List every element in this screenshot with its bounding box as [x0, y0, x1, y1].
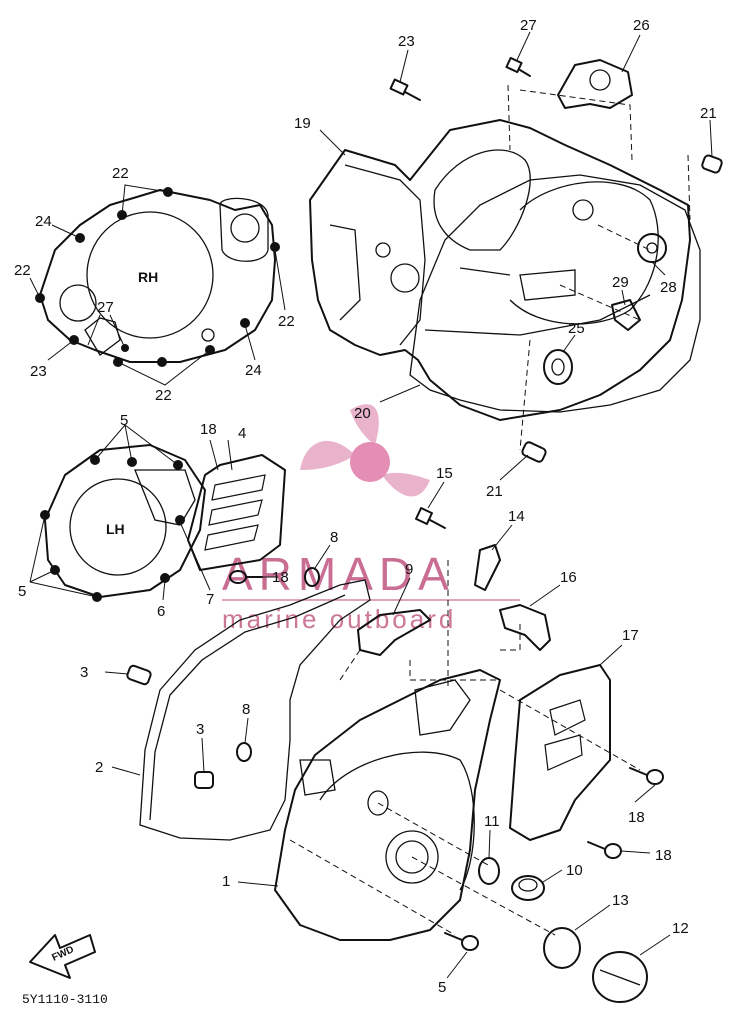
callout-11: 11: [484, 813, 500, 830]
cover-plate-4: [187, 454, 286, 571]
watermark-name: ARMADA: [222, 548, 455, 600]
crankcase-right: [309, 119, 691, 421]
dowel-pin-21-bottom: [521, 441, 547, 463]
callout-23: 23: [398, 33, 415, 50]
fwd-label: FWD: [50, 944, 75, 964]
callout-16: 16: [560, 569, 577, 586]
callout-15: 15: [436, 465, 453, 482]
callout-22: 22: [14, 262, 31, 279]
callout-22: 22: [278, 313, 295, 330]
dowel-pin-3-bottom: [194, 771, 214, 789]
callout-3: 3: [196, 721, 204, 738]
bolt-23-top: [389, 78, 421, 101]
cover-26: [557, 59, 633, 109]
sprocket-cover-17-slots: [544, 699, 586, 771]
lh-cover-label: LH: [106, 521, 125, 537]
callout-13: 13: [612, 892, 629, 909]
dowel-pin-3-top: [126, 664, 152, 686]
callout-8: 8: [242, 701, 250, 718]
diagram-code: 5Y1110-3110: [22, 992, 108, 1007]
callout-20: 20: [354, 405, 371, 422]
callout-25: 25: [568, 320, 585, 337]
plug-10: [511, 875, 545, 901]
callout-5: 5: [120, 412, 128, 429]
callout-12: 12: [672, 920, 689, 937]
callout-27: 27: [520, 17, 537, 34]
o-ring-8-top: [304, 567, 320, 587]
cap-12: [592, 951, 648, 1003]
watermark-subtitle: marine outboard: [222, 604, 456, 634]
callout-5: 5: [438, 979, 446, 996]
callout-18: 18: [272, 569, 289, 586]
rh-cover-label: RH: [138, 269, 158, 285]
callout-27: 27: [97, 299, 114, 316]
cover-plate-4-slots: [204, 474, 266, 551]
callout-18: 18: [655, 847, 672, 864]
callout-21: 21: [700, 105, 717, 122]
right-crankcase-cover: RH: [29, 184, 286, 386]
callout-8: 8: [330, 529, 338, 546]
callout-14: 14: [508, 508, 525, 525]
cover-gasket-2: [139, 579, 371, 841]
callout-6: 6: [157, 603, 165, 620]
crankcase-gasket: [409, 174, 701, 413]
bolt-15: [415, 507, 446, 529]
callout-22: 22: [112, 165, 129, 182]
part-28: [637, 233, 667, 263]
callout-3: 3: [80, 664, 88, 681]
callout-23: 23: [30, 363, 47, 380]
left-crankcase-cover: LH: [29, 423, 211, 602]
bolt-27: [505, 56, 531, 77]
bolt-18-right-bottom: [587, 841, 622, 859]
o-ring-8-bottom: [236, 742, 252, 762]
callout-4: 4: [238, 425, 246, 442]
callout-1: 1: [222, 873, 230, 890]
part-14: [474, 544, 501, 591]
callout-5: 5: [18, 583, 26, 600]
part-29: [611, 299, 641, 331]
propeller-icon: [300, 404, 430, 497]
callout-numbers: 23 27 26 21 19 22 24 22 27 22 23 24 22 2…: [14, 17, 717, 996]
dowel-pin-21-top: [701, 154, 723, 174]
callout-24: 24: [35, 213, 52, 230]
fwd-arrow-icon: FWD: [29, 934, 96, 979]
callout-24: 24: [245, 362, 262, 379]
callout-19: 19: [294, 115, 311, 132]
callout-18: 18: [628, 809, 645, 826]
callout-9: 9: [405, 561, 413, 578]
callout-28: 28: [660, 279, 677, 296]
callout-26: 26: [633, 17, 650, 34]
bolt-5-bottom: [444, 932, 479, 951]
o-ring-11: [478, 857, 500, 885]
callout-17: 17: [622, 627, 639, 644]
callout-18: 18: [200, 421, 217, 438]
bracket-9: [357, 609, 431, 656]
callout-29: 29: [612, 274, 629, 291]
assembly-guides-bottom: [289, 560, 641, 936]
part-16: [499, 604, 551, 651]
callout-21: 21: [486, 483, 503, 500]
bolt-18-right-top: [629, 767, 664, 785]
sprocket-cover-17: [509, 664, 611, 841]
oil-seal-25: [543, 349, 573, 385]
screw-18-mid: [229, 570, 263, 584]
callout-10: 10: [566, 862, 583, 879]
watermark-logo: ARMADA marine outboard: [222, 404, 520, 634]
o-ring-13: [543, 927, 581, 969]
assembly-guides-top: [507, 84, 691, 451]
callout-2: 2: [95, 759, 103, 776]
generator-cover-1: [274, 669, 501, 941]
callout-7: 7: [206, 591, 214, 608]
callout-leaders: [104, 31, 713, 979]
callout-22: 22: [155, 387, 172, 404]
